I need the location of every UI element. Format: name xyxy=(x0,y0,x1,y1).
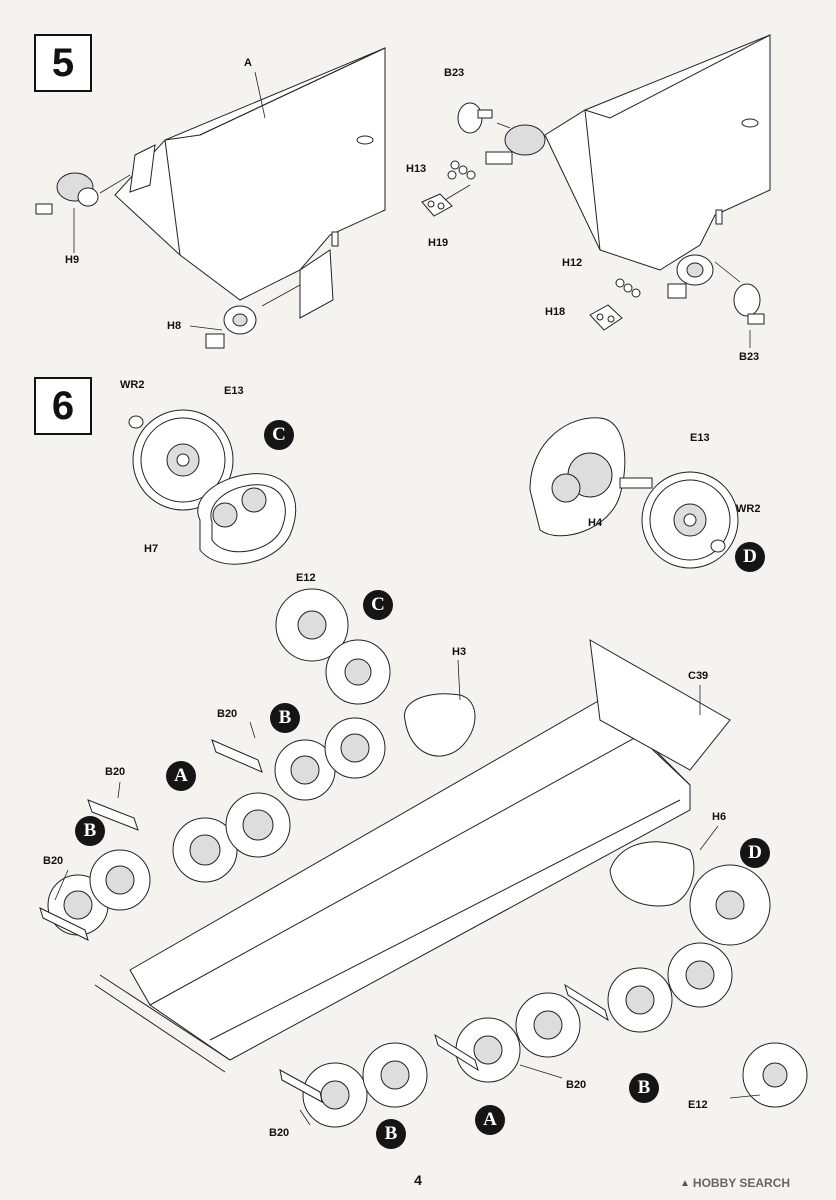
sub-assembly-marker-b1: B xyxy=(270,703,300,733)
part-label-b20-4: B20 xyxy=(566,1079,587,1091)
step-5-number: 5 xyxy=(34,34,92,92)
page-number: 4 xyxy=(414,1172,422,1188)
part-label-h12: H12 xyxy=(562,257,583,269)
watermark-text: HOBBY SEARCH xyxy=(692,1176,791,1190)
step-6-number: 6 xyxy=(34,377,92,435)
part-label-h8: H8 xyxy=(167,320,182,332)
search-icon: ▲ xyxy=(680,1177,690,1189)
part-label-wr2-left: WR2 xyxy=(120,379,145,391)
part-label-a: A xyxy=(244,57,252,69)
part-label-h6: H6 xyxy=(712,811,727,823)
part-label-h4: H4 xyxy=(588,517,603,529)
step5-hull-right xyxy=(421,34,771,348)
sub-assembly-marker-b2: B xyxy=(75,816,105,846)
sub-assembly-marker-d1: D xyxy=(735,542,765,572)
part-label-e13-right: E13 xyxy=(690,432,710,444)
part-label-wr2-right: WR2 xyxy=(736,503,761,515)
part-label-b20-2: B20 xyxy=(105,766,126,778)
part-label-e13-left: E13 xyxy=(224,385,244,397)
step6-final-drive-right xyxy=(529,417,739,569)
step5-hull-left xyxy=(35,47,386,349)
part-label-b20-5: B20 xyxy=(269,1127,290,1139)
part-label-h7: H7 xyxy=(144,543,159,555)
part-label-h18: H18 xyxy=(545,306,566,318)
part-label-e12-bottom: E12 xyxy=(688,1099,708,1111)
sub-assembly-marker-a2: A xyxy=(475,1105,505,1135)
sub-assembly-marker-d2: D xyxy=(740,838,770,868)
sub-assembly-marker-b3: B xyxy=(629,1073,659,1103)
step6-main-hull xyxy=(39,588,808,1128)
watermark: ▲ HOBBY SEARCH xyxy=(680,1176,790,1190)
sub-assembly-marker-a1: A xyxy=(166,761,196,791)
step6-sprocket-left xyxy=(128,409,297,565)
part-label-b23-bottom: B23 xyxy=(739,351,760,363)
sub-assembly-marker-c2: C xyxy=(363,590,393,620)
part-label-h9: H9 xyxy=(65,254,80,266)
part-label-b20-1: B20 xyxy=(217,708,238,720)
part-label-c39: C39 xyxy=(688,670,709,682)
sub-assembly-marker-c1: C xyxy=(264,420,294,450)
part-label-b23-top: B23 xyxy=(444,67,465,79)
part-label-h19: H19 xyxy=(428,237,449,249)
part-label-h13: H13 xyxy=(406,163,427,175)
part-label-e12-top: E12 xyxy=(296,572,316,584)
part-label-h3: H3 xyxy=(452,646,467,658)
sub-assembly-marker-b4: B xyxy=(376,1119,406,1149)
part-label-b20-3: B20 xyxy=(43,855,64,867)
